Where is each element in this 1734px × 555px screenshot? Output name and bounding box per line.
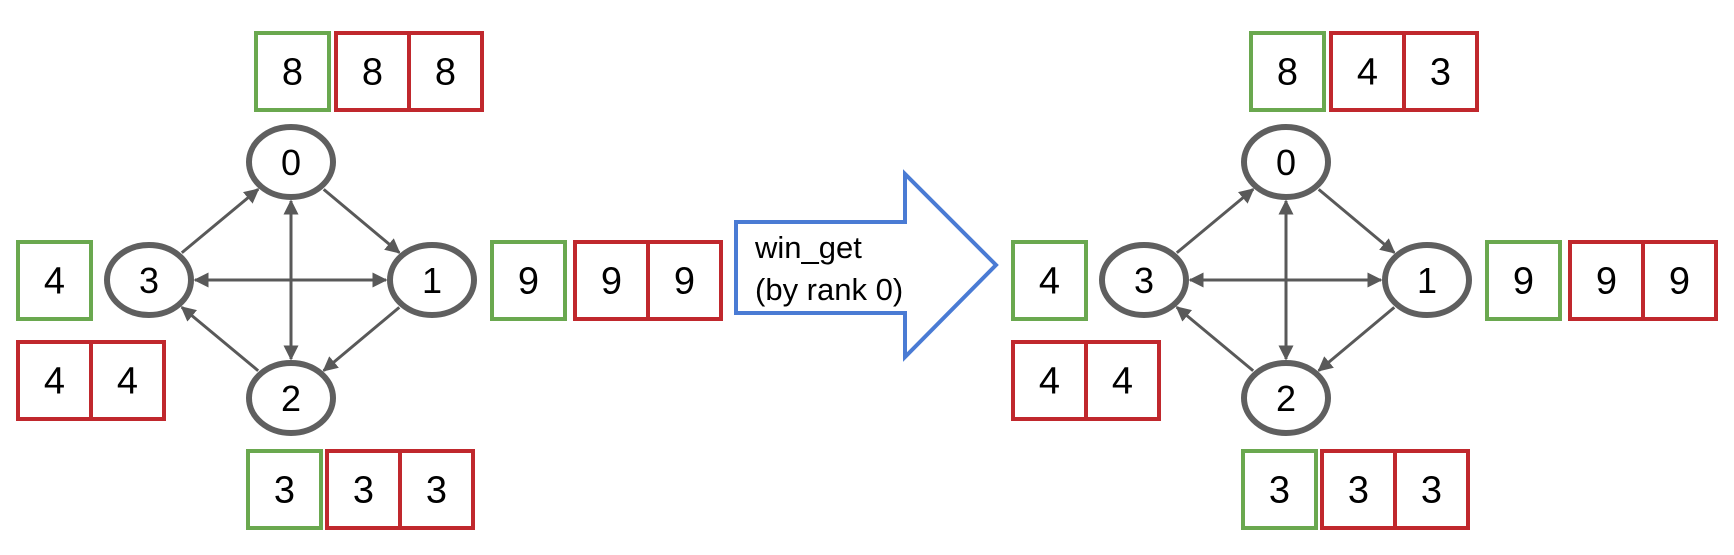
rank-0-window-cell-0: [1329, 31, 1406, 112]
rank-1-local-value: 9: [518, 261, 539, 303]
edge-1-2: [1317, 306, 1396, 372]
rank-1-window-value-1: 9: [674, 261, 695, 303]
rank-0-window-cell-1: [1402, 31, 1479, 112]
rank-0-node: 0 8 4 3: [1241, 31, 1479, 200]
rank-2-local-value: 3: [274, 470, 295, 512]
rank-3-window-value-0: 4: [1039, 361, 1060, 403]
rank-0-window-value-1: 8: [435, 52, 456, 94]
transition-label-line2: (by rank 0): [755, 272, 903, 307]
rank-2-local-value-box: [1241, 449, 1318, 530]
rank-2-node: 2 3 3 3: [246, 360, 475, 530]
rank-3-window-value-1: 4: [117, 361, 138, 403]
rank-1-local-value: 9: [1513, 261, 1534, 303]
rank-3-node: 3 4 4 4: [16, 240, 194, 421]
rank-3-local-value-box: [16, 240, 93, 321]
rank-1-window-cell-1: [1641, 240, 1718, 321]
rank-1-window-cell-1: [646, 240, 723, 321]
rank-0-node: 0 8 8 8: [246, 31, 484, 200]
rank-1-window-value-0: 9: [601, 261, 622, 303]
rank-3-local-value: 4: [44, 261, 65, 303]
rank-2-window-cell-1: [1393, 449, 1470, 530]
rank-2-window-value-0: 3: [353, 470, 374, 512]
rank-0-circle: [246, 124, 336, 200]
rank-0-label: 0: [1276, 142, 1296, 183]
rank-3-label: 3: [1134, 260, 1154, 301]
edge-3-0: [1175, 188, 1255, 254]
rank-3-window-cell-1: [89, 340, 166, 421]
rank-3-circle: [104, 242, 194, 318]
rank-0-window-value-0: 8: [362, 52, 383, 94]
rank-0-circle: [1241, 124, 1331, 200]
rank-3-window-value-1: 4: [1112, 361, 1133, 403]
rank-2-local-value: 3: [1269, 470, 1290, 512]
edge-2-3: [180, 306, 260, 372]
rank-3-window-cell-0: [1011, 340, 1088, 421]
rank-2-window-value-0: 3: [1348, 470, 1369, 512]
rank-1-local-value-box: [1485, 240, 1562, 321]
rank-2-window-value-1: 3: [426, 470, 447, 512]
rank-2-window-value-1: 3: [1421, 470, 1442, 512]
rank-0-label: 0: [281, 142, 301, 183]
rank-1-circle: [1382, 242, 1472, 318]
edge-1-2: [322, 306, 401, 372]
edge-2-3: [1175, 306, 1255, 372]
rank-1-circle: [387, 242, 477, 318]
rank-3-window-cell-1: [1084, 340, 1161, 421]
rank-1-window-cell-0: [1568, 240, 1645, 321]
edge-0-1: [322, 188, 401, 254]
rank-3-node: 3 4 4 4: [1011, 240, 1189, 421]
rank-1-label: 1: [1417, 260, 1437, 301]
rank-0-window-cell-1: [407, 31, 484, 112]
rank-1-window-value-1: 9: [1669, 261, 1690, 303]
rank-1-local-value-box: [490, 240, 567, 321]
rank-3-local-value-box: [1011, 240, 1088, 321]
rank-1-window-value-0: 9: [1596, 261, 1617, 303]
rank-0-local-value: 8: [282, 52, 303, 94]
rank-3-circle: [1099, 242, 1189, 318]
rank-2-node: 2 3 3 3: [1241, 360, 1470, 530]
rank-2-circle: [246, 360, 336, 436]
rank-3-label: 3: [139, 260, 159, 301]
rank-0-window-value-1: 3: [1430, 52, 1451, 94]
rank-0-window-value-0: 4: [1357, 52, 1378, 94]
rank-3-window-value-0: 4: [44, 361, 65, 403]
rank-2-local-value-box: [246, 449, 323, 530]
transition-arrow-shape: [734, 169, 999, 362]
transition-label-line1: win_get: [754, 230, 862, 265]
rank-2-label: 2: [1276, 378, 1296, 419]
rank-0-local-value: 8: [1277, 52, 1298, 94]
rank-0-local-value-box: [254, 31, 331, 112]
rank-1-label: 1: [422, 260, 442, 301]
rank-2-window-cell-1: [398, 449, 475, 530]
rank-2-label: 2: [281, 378, 301, 419]
rank-0-local-value-box: [1249, 31, 1326, 112]
edge-0-1: [1317, 188, 1396, 254]
rank-2-circle: [1241, 360, 1331, 436]
transition-arrow: win_get (by rank 0): [734, 169, 999, 362]
edge-3-0: [180, 188, 260, 254]
rank-3-local-value: 4: [1039, 261, 1060, 303]
